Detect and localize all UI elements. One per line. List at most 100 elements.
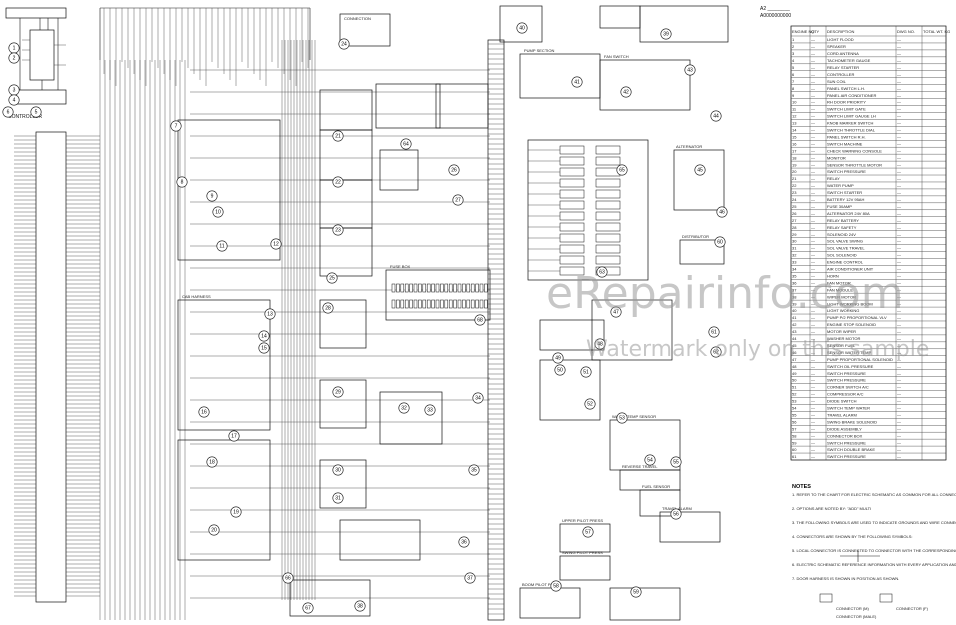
callout: 52 [584,398,596,410]
table-row: 32—SOL SOLENOID— [792,253,901,258]
callout: 22 [332,176,344,188]
table-cell: — [897,44,901,49]
table-row: 14—SWITCH THROTTLE DIAL— [792,128,901,133]
table-cell: — [897,329,901,334]
table-cell: 24 [792,197,797,202]
table-row: 56—SWING BRAKE SOLENOID— [792,419,901,424]
callout-number: 61 [711,330,717,336]
table-cell: SWITCH THROTTLE DIAL [827,128,876,133]
table-row: 42—ENGINE STOP SOLENOID— [792,322,901,327]
table-cell: CORNER SWITCH A/C [827,385,869,390]
table-row: 59—SWITCH PRESSURE— [792,440,901,445]
table-cell: — [897,322,901,327]
table-cell: — [897,37,901,42]
dist-box-label: DISTRIBUTOR [682,234,709,239]
table-cell: — [811,155,815,160]
callout: 8 [176,176,188,188]
table-cell: 56 [792,419,797,424]
watermark-main: eRepairinfo.com [546,268,904,319]
callout: 19 [230,506,242,518]
table-cell: SOL VALVE SWING [827,239,863,244]
callout-number: 52 [587,402,593,408]
table-row: 24—BATTERY 12V 95AH— [792,197,901,202]
table-cell: — [811,79,815,84]
alt-box-label: ALTERNATOR [676,144,702,149]
legend-conn-male: CONNECTOR (MALE) [836,614,877,619]
legend-symbols: CONNECTOR (M) CONNECTOR (F) CONNECTOR (M… [819,550,929,619]
table-cell: — [811,169,815,174]
table-cell: — [811,280,815,285]
table-cell: — [897,232,901,237]
callout-number: 66 [285,576,291,582]
table-row: 18—MONITOR— [792,155,901,160]
table-cell: — [811,197,815,202]
table-cell: SWITCH DOUBLE BRAKE [827,447,875,452]
note-item: 3. THE FOLLOWING SYMBOLS ARE USED TO IND… [792,520,956,525]
table-cell: — [811,419,815,424]
table-cell: 59 [792,440,797,445]
table-cell: — [811,301,815,306]
callout: 38 [354,600,366,612]
table-cell: 6 [792,72,795,77]
table-cell: — [897,211,901,216]
callout: 18 [206,456,218,468]
table-cell: — [811,44,815,49]
table-cell: PUMP PROPORTIONAL SOLENOID [827,357,893,362]
table-cell: — [811,72,815,77]
table-cell: 18 [792,155,797,160]
table-row: 34—AIR CONDITIONER UNIT— [792,267,901,272]
table-cell: 42 [792,322,797,327]
table-cell: — [811,433,815,438]
table-cell: — [897,378,901,383]
table-cell: 12 [792,114,797,119]
table-cell: SPEAKER [827,44,846,49]
table-cell: SOL SOLENOID [827,253,857,258]
callout-number: 48 [597,342,603,348]
center-connector-column [487,39,505,621]
table-cell: 3 [792,51,795,56]
table-cell: — [897,447,901,452]
table-row: 43—MOTOR WIPER— [792,329,901,334]
table-cell: — [811,225,815,230]
callout-number: 34 [475,396,481,402]
table-cell: — [811,58,815,63]
table-cell: 38 [792,294,797,299]
note-item: 2. OPTIONS ARE NOTED BY: "ADD" MULTI [792,506,871,511]
callout: 47 [610,306,622,318]
table-cell: SOL VALVE TRAVEL [827,246,865,251]
table-cell: — [811,412,815,417]
table-row: 49—SWITCH PRESSURE— [792,371,901,376]
table-cell: — [811,218,815,223]
table-cell: SWITCH PRESSURE [827,378,866,383]
table-cell: 1 [792,37,795,42]
table-row: 17—CHECK WARNING CONSOLE— [792,148,901,153]
table-cell: — [897,239,901,244]
table-cell: — [897,440,901,445]
callout: 62 [710,346,722,358]
table-title-1: A2 ________ [760,6,790,12]
connection-box-label: CONNECTION [344,16,371,21]
table-cell: 48 [792,364,797,369]
table-cell: — [897,225,901,230]
table-row: 20—SWITCH PRESSURE— [792,169,901,174]
callout-number: 25 [329,276,335,282]
callout-number: 27 [455,198,461,204]
table-cell: SWING BRAKE SOLENOID [827,419,877,424]
table-cell: — [811,260,815,265]
note-item: 7. DOOR HARNESS IS SHOWN IN POSITION AS … [792,576,899,581]
table-cell: — [897,426,901,431]
table-cell: — [811,357,815,362]
callout-number: 68 [477,318,483,324]
table-cell: 43 [792,329,797,334]
table-cell: — [811,183,815,188]
table-row: 40—LIGHT WORKING— [792,308,901,313]
top-left-relay-cluster [5,7,67,105]
table-cell: 51 [792,385,797,390]
callout: 21 [332,130,344,142]
table-cell: — [897,385,901,390]
table-cell: — [811,93,815,98]
table-row: 7—SUN COIL— [792,79,901,84]
table-cell: 33 [792,260,797,265]
callout: 6 [2,106,14,118]
